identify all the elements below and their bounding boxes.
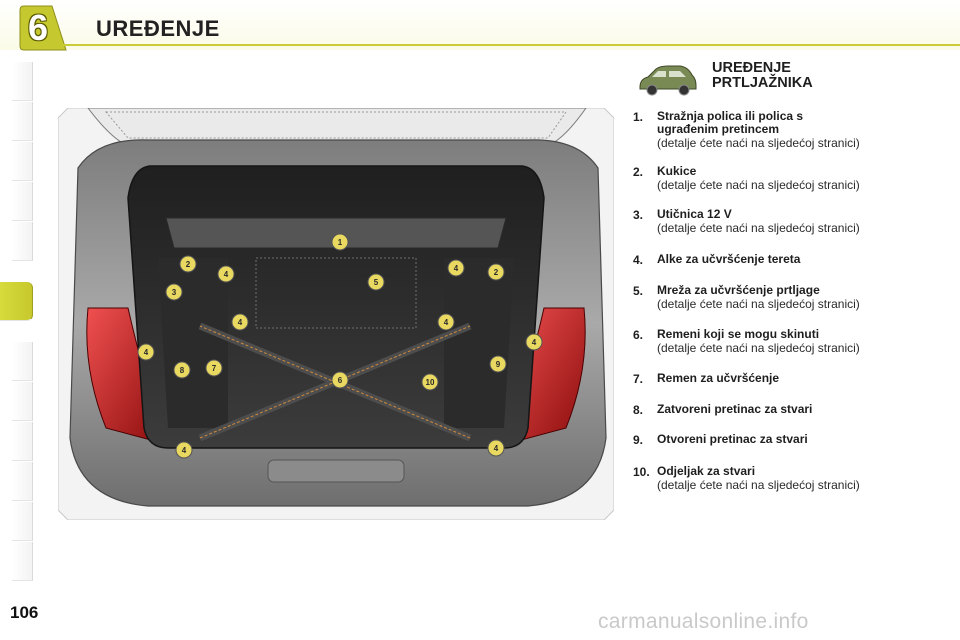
svg-text:10: 10 (426, 378, 435, 387)
svg-text:4: 4 (238, 318, 243, 327)
legend-item-4: 4. Alke za učvršćenje tereta (633, 252, 953, 268)
svg-text:4: 4 (182, 446, 187, 455)
marker-4-b: 4 (447, 259, 465, 277)
marker-4-e: 4 (137, 343, 155, 361)
marker-7: 7 (205, 359, 223, 377)
side-tab-11[interactable] (12, 502, 33, 541)
trunk-illustration: 1 2 2 3 4 4 4 4 4 4 4 4 5 6 7 8 9 10 (58, 108, 614, 520)
marker-2-right: 2 (487, 263, 505, 281)
watermark-text: carmanualsonline.info (598, 610, 809, 633)
marker-9: 9 (489, 355, 507, 373)
side-tab-8[interactable] (12, 382, 33, 421)
marker-4-g: 4 (175, 441, 193, 459)
legend-item-title: Remeni koji se mogu skinuti (657, 327, 820, 341)
side-tab-6-active[interactable] (0, 282, 33, 321)
svg-text:4: 4 (454, 264, 459, 273)
legend-item-10: 10. Odjeljak za stvari (detalje ćete nać… (633, 464, 953, 493)
legend-item-title: Alke za učvršćenje tereta (657, 252, 801, 266)
legend-item-number: 2. (633, 165, 644, 179)
chapter-side-tabs (0, 62, 36, 582)
header-band (0, 0, 960, 50)
marker-4-c: 4 (231, 313, 249, 331)
legend-item-number: 4. (633, 253, 644, 267)
marker-8: 8 (173, 361, 191, 379)
marker-10: 10 (421, 373, 439, 391)
legend-item-title: Otvoreni pretinac za stvari (657, 432, 808, 446)
section-title-line1: UREĐENJE (712, 60, 791, 76)
legend-item-title: Kukice (657, 164, 697, 178)
side-tab-3[interactable] (12, 142, 33, 181)
marker-1: 1 (331, 233, 349, 251)
svg-text:4: 4 (494, 444, 499, 453)
legend-item-number: 6. (633, 328, 644, 342)
svg-text:1: 1 (338, 238, 343, 247)
legend-item-9: 9. Otvoreni pretinac za stvari (633, 432, 953, 448)
svg-text:3: 3 (172, 288, 177, 297)
legend-item-title: Mreža za učvršćenje prtljage (657, 283, 820, 297)
svg-text:2: 2 (494, 268, 499, 277)
legend-item-number: 5. (633, 284, 644, 298)
chapter-title: UREĐENJE (96, 16, 220, 41)
marker-4-h: 4 (487, 439, 505, 457)
legend-item-title: Stražnja polica ili polica s ugrađenim p… (657, 109, 804, 136)
marker-6: 6 (331, 371, 349, 389)
legend-item-title: Remen za učvršćenje (657, 371, 780, 385)
legend-item-title: Odjeljak za stvari (657, 464, 756, 478)
legend-item-number: 10. (633, 465, 650, 479)
marker-3: 3 (165, 283, 183, 301)
legend-item-detail: (detalje ćete naći na sljedećoj stranici… (657, 341, 860, 355)
legend-item-detail: (detalje ćete naći na sljedećoj stranici… (657, 136, 860, 150)
legend-item-detail: (detalje ćete naći na sljedećoj stranici… (657, 221, 860, 235)
svg-text:5: 5 (374, 278, 379, 287)
marker-4-f: 4 (525, 333, 543, 351)
svg-text:9: 9 (496, 360, 501, 369)
chapter-number: 6 (27, 7, 49, 48)
legend-item-detail: (detalje ćete naći na sljedećoj stranici… (657, 478, 860, 492)
svg-text:4: 4 (532, 338, 537, 347)
side-tab-9[interactable] (12, 422, 33, 461)
svg-text:4: 4 (144, 348, 149, 357)
svg-text:6: 6 (338, 376, 343, 385)
marker-5: 5 (367, 273, 385, 291)
marker-4-a: 4 (217, 265, 235, 283)
legend-item-detail: (detalje ćete naći na sljedećoj stranici… (657, 297, 860, 311)
legend-item-3: 3. Utičnica 12 V (detalje ćete naći na s… (633, 207, 953, 236)
figure-markers: 1 2 2 3 4 4 4 4 4 4 4 4 5 6 7 8 9 10 (137, 233, 543, 459)
svg-text:7: 7 (212, 364, 217, 373)
svg-text:2: 2 (186, 260, 191, 269)
legend-item-number: 8. (633, 403, 644, 417)
svg-text:4: 4 (224, 270, 229, 279)
legend-item-1: 1. Stražnja polica ili polica s ugrađeni… (633, 109, 953, 151)
legend-item-number: 3. (633, 208, 644, 222)
side-tab-2[interactable] (12, 102, 33, 141)
legend-item-6: 6. Remeni koji se mogu skinuti (detalje … (633, 327, 953, 356)
legend-item-title: Zatvoreni pretinac za stvari (657, 402, 813, 416)
legend-item-5: 5. Mreža za učvršćenje prtljage (detalje… (633, 283, 953, 312)
side-tab-7[interactable] (12, 342, 33, 381)
svg-text:4: 4 (444, 318, 449, 327)
legend-item-number: 9. (633, 433, 644, 447)
svg-text:8: 8 (180, 366, 185, 375)
legend-item-8: 8. Zatvoreni pretinac za stvari (633, 402, 953, 418)
marker-4-d: 4 (437, 313, 455, 331)
side-tab-12[interactable] (12, 542, 33, 581)
legend-item-2: 2. Kukice (detalje ćete naći na sljedećo… (633, 164, 953, 193)
side-tab-5[interactable] (12, 222, 33, 261)
legend-item-detail: (detalje ćete naći na sljedećoj stranici… (657, 178, 860, 192)
car-icon (639, 65, 697, 96)
page-number: 106 (10, 603, 39, 622)
marker-2-left: 2 (179, 255, 197, 273)
header-divider (62, 44, 960, 46)
legend-item-number: 1. (633, 110, 644, 124)
section-title-line2: PRTLJAŽNIKA (712, 75, 813, 91)
side-tab-10[interactable] (12, 462, 33, 501)
legend-item-7: 7. Remen za učvršćenje (633, 371, 953, 387)
legend-item-title: Utičnica 12 V (657, 207, 732, 221)
section-title: UREĐENJE PRTLJAŽNIKA (712, 61, 813, 91)
side-tab-4[interactable] (12, 182, 33, 221)
legend-item-number: 7. (633, 372, 644, 386)
chapter-tab (19, 5, 67, 51)
side-tab-1[interactable] (12, 62, 33, 101)
